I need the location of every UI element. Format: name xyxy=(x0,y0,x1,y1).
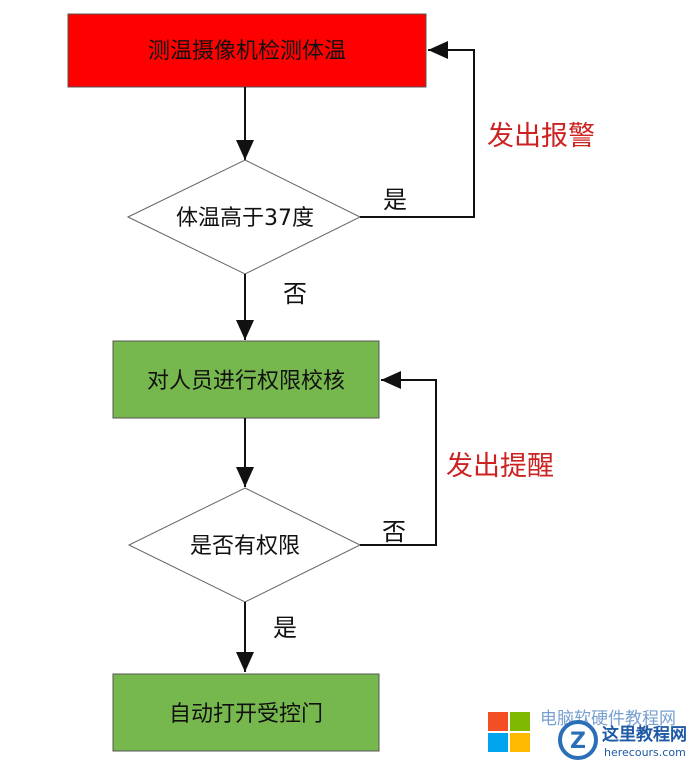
measure-box xyxy=(67,13,427,88)
z-logo-icon xyxy=(558,720,598,760)
temp-no-label: 否 xyxy=(283,280,307,308)
z-logo-letter-icon: Z xyxy=(570,729,586,754)
watermark: 电脑软硬件教程网 Z 这里教程网 herecours.com xyxy=(488,709,687,760)
temp-yes-label: 是 xyxy=(383,186,407,214)
watermark-url: herecours.com xyxy=(604,746,686,759)
auth-no-loop xyxy=(360,371,437,546)
open-box xyxy=(112,673,380,752)
open-box-label: 自动打开受控门 xyxy=(169,702,323,727)
auth-decision-label: 是否有权限 xyxy=(190,534,300,559)
windows-logo-icon xyxy=(488,712,530,752)
temp-decision-label: 体温高于37度 xyxy=(176,206,314,231)
auth-no-label: 否 xyxy=(382,518,406,546)
alarm-label: 发出报警 xyxy=(487,121,595,152)
auth-yes-label: 是 xyxy=(273,614,297,642)
measure-box-label: 测温摄像机检测体温 xyxy=(148,39,346,64)
verify-box-label: 对人员进行权限校核 xyxy=(147,369,345,394)
remind-label: 发出提醒 xyxy=(446,451,554,482)
temp-yes-loop xyxy=(360,41,475,218)
watermark-logo-text: 这里教程网 xyxy=(602,724,687,745)
